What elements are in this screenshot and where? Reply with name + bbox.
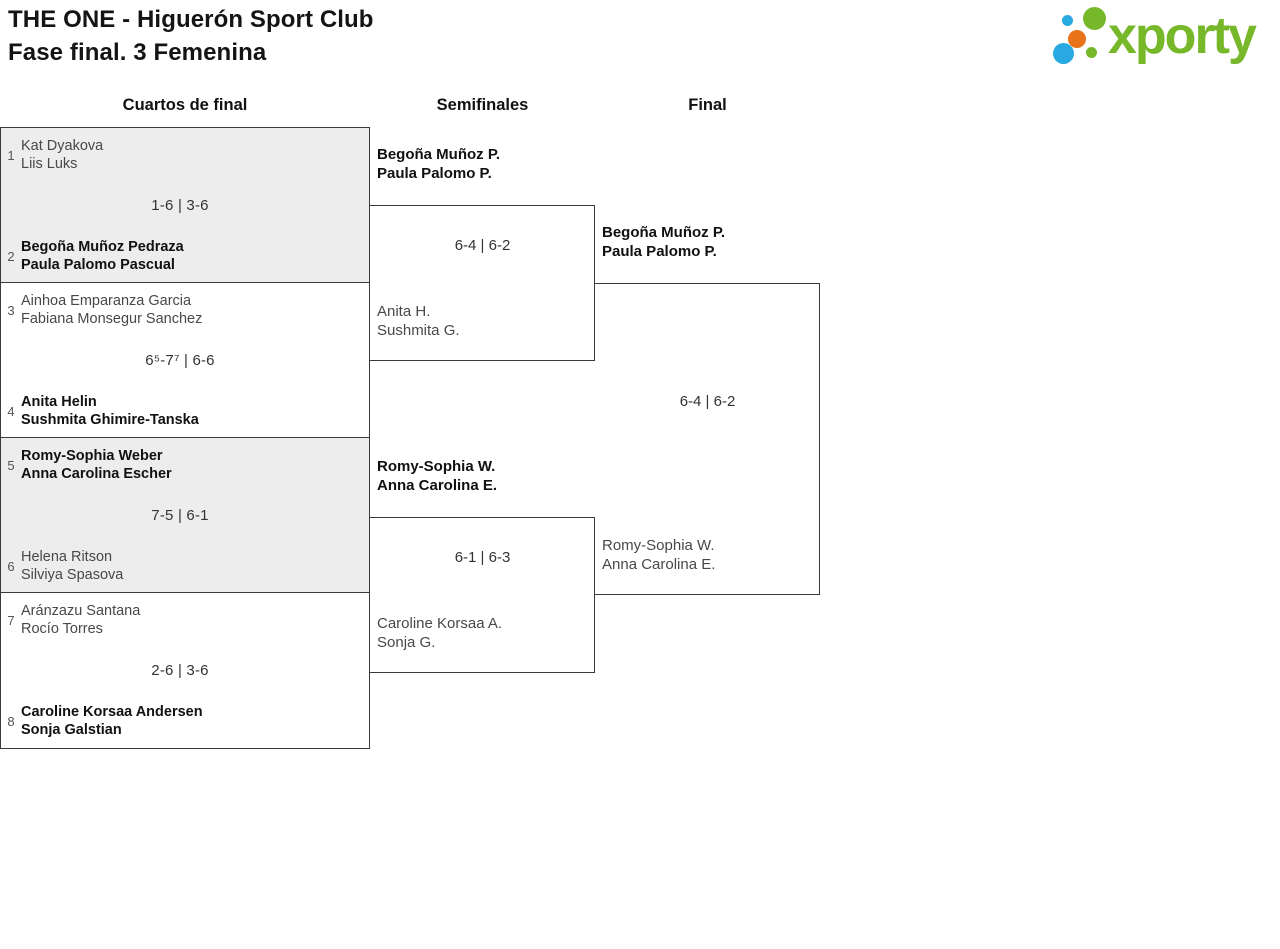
seed-number: 4 [7,403,15,419]
player-name: Paula Palomo Pascual [21,257,175,273]
page-title: THE ONE - Higuerón Sport Club Fase final… [8,3,374,69]
seed-number: 7 [7,612,15,628]
player-name: Anita Helin [21,394,97,410]
sf1-score: 6-4 | 6-2 [454,237,511,254]
player-name: Paula Palomo P. [377,164,492,182]
round-header-final: Final [688,96,727,114]
match-qf-3[interactable]: 5 Romy-Sophia Weber Anna Carolina Escher… [0,437,370,594]
logo-dot-icon [1053,43,1074,64]
logo-wordmark: xporty [1108,7,1257,65]
player-name: Sonja Galstian [21,722,122,738]
team-players: Aránzazu Santana Rocío Torres [21,602,140,638]
player-name: Begoña Muñoz P. [602,224,726,241]
sf2-score: 6-1 | 6-3 [454,549,511,566]
player-name: Anna Carolina Escher [21,466,172,482]
team-slot-4: 4 Anita Helin Sushmita Ghimire-Tanska [1,393,359,429]
player-name: Sonja G. [377,633,436,651]
final-connector [594,283,820,595]
team-players: Caroline Korsaa Andersen Sonja Galstian [21,703,203,739]
xporty-logo[interactable]: xporty [1048,6,1274,72]
sf1-team-bottom[interactable]: Anita H. Sushmita G. [377,303,460,340]
player-name: Romy-Sophia W. [602,537,715,554]
player-name: Caroline Korsaa Andersen [21,704,203,720]
team-slot-5: 5 Romy-Sophia Weber Anna Carolina Escher [1,447,359,483]
team-players: Anita Helin Sushmita Ghimire-Tanska [21,393,199,429]
phase-category: Fase final. 3 Femenina [8,39,267,66]
match-qf-4[interactable]: 7 Aránzazu Santana Rocío Torres 2-6 | 3-… [0,592,370,749]
player-name: Anita H. [377,303,431,320]
team-slot-2: 2 Begoña Muñoz Pedraza Paula Palomo Pasc… [1,238,359,274]
logo-dot-icon [1068,30,1086,48]
sf2-team-top[interactable]: Romy-Sophia W. Anna Carolina E. [377,458,497,495]
team-slot-8: 8 Caroline Korsaa Andersen Sonja Galstia… [1,703,359,739]
sf2-team-bottom[interactable]: Caroline Korsaa A. Sonja G. [377,615,502,652]
logo-dot-icon [1083,7,1106,30]
player-name: Rocío Torres [21,621,103,637]
team-players: Romy-Sophia Weber Anna Carolina Escher [21,447,172,483]
round-header-semifinales: Semifinales [436,96,529,114]
team-players: Kat Dyakova Liis Luks [21,137,103,173]
player-name: Caroline Korsaa A. [377,615,503,632]
team-slot-3: 3 Ainhoa Emparanza Garcia Fabiana Monseg… [1,292,359,328]
seed-number: 3 [7,302,15,318]
player-name: Anna Carolina E. [602,555,716,573]
player-name: Romy-Sophia Weber [21,448,163,464]
player-name: Kat Dyakova [21,138,104,154]
player-name: Begoña Muñoz P. [377,146,501,163]
player-name: Silviya Spasova [21,567,124,583]
team-players: Helena Ritson Silviya Spasova [21,548,123,584]
seed-number: 2 [7,248,15,264]
logo-dot-icon [1062,15,1073,26]
match-score: 2-6 | 3-6 [151,662,209,679]
player-name: Ainhoa Emparanza Garcia [21,293,192,309]
player-name: Paula Palomo P. [602,242,717,260]
player-name: Liis Luks [21,156,78,172]
seed-number: 5 [7,457,15,473]
final-score: 6-4 | 6-2 [679,393,736,410]
sf1-team-top[interactable]: Begoña Muñoz P. Paula Palomo P. [377,146,500,183]
match-qf-1[interactable]: 1 Kat Dyakova Liis Luks 1-6 | 3-6 2 Bego… [0,127,370,284]
player-name: Sushmita Ghimire-Tanska [21,412,199,428]
team-slot-1: 1 Kat Dyakova Liis Luks [1,137,359,173]
round-header-cuartos: Cuartos de final [122,96,248,114]
player-name: Sushmita G. [377,321,460,339]
team-slot-7: 7 Aránzazu Santana Rocío Torres [1,602,359,638]
final-team-bottom[interactable]: Romy-Sophia W. Anna Carolina E. [602,537,715,574]
logo-dot-icon [1086,47,1097,58]
seed-number: 1 [7,147,15,163]
team-players: Ainhoa Emparanza Garcia Fabiana Monsegur… [21,292,202,328]
seed-number: 8 [7,713,15,729]
team-slot-6: 6 Helena Ritson Silviya Spasova [1,548,359,584]
player-name: Romy-Sophia W. [377,458,496,475]
player-name: Anna Carolina E. [377,476,498,494]
seed-number: 6 [7,558,15,574]
player-name: Fabiana Monsegur Sanchez [21,311,203,327]
player-name: Aránzazu Santana [21,603,141,619]
match-score: 1-6 | 3-6 [151,197,209,214]
player-name: Helena Ritson [21,549,113,565]
player-name: Begoña Muñoz Pedraza [21,239,184,255]
match-score: 7-5 | 6-1 [151,507,209,524]
team-players: Begoña Muñoz Pedraza Paula Palomo Pascua… [21,238,184,274]
tournament-name: THE ONE - Higuerón Sport Club [8,6,374,33]
sf2-connector [369,517,595,673]
match-qf-2[interactable]: 3 Ainhoa Emparanza Garcia Fabiana Monseg… [0,282,370,439]
match-score: 6⁵-7⁷ | 6-6 [145,352,215,369]
final-team-top[interactable]: Begoña Muñoz P. Paula Palomo P. [602,224,725,261]
